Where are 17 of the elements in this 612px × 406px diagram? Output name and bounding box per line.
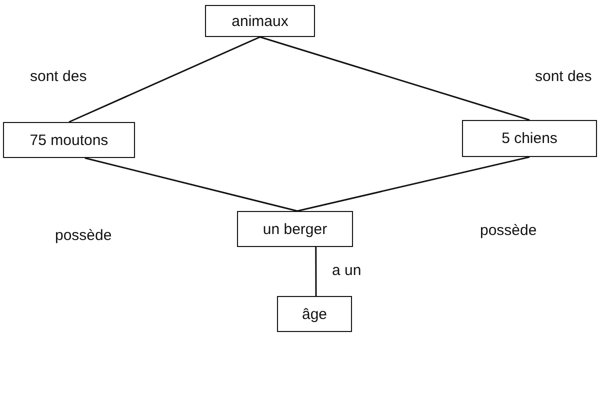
node-label: âge bbox=[302, 306, 328, 322]
concept-box bbox=[277, 296, 352, 332]
edge-label: possède bbox=[55, 227, 112, 244]
edge-label: possède bbox=[480, 222, 537, 239]
concept-box bbox=[237, 211, 353, 247]
concept-box bbox=[205, 5, 315, 37]
connector-line bbox=[260, 36, 530, 121]
connector-line bbox=[84, 157, 298, 212]
concept-box bbox=[462, 120, 597, 157]
connector-line bbox=[68, 36, 260, 123]
node-label: un berger bbox=[262, 220, 328, 238]
connector-line bbox=[297, 156, 530, 212]
node-label: 75 moutons bbox=[30, 132, 108, 148]
node-label: animaux bbox=[232, 12, 288, 30]
concept-box bbox=[3, 122, 135, 158]
node-label: 5 chiens bbox=[502, 130, 558, 147]
connector-line bbox=[315, 247, 317, 296]
